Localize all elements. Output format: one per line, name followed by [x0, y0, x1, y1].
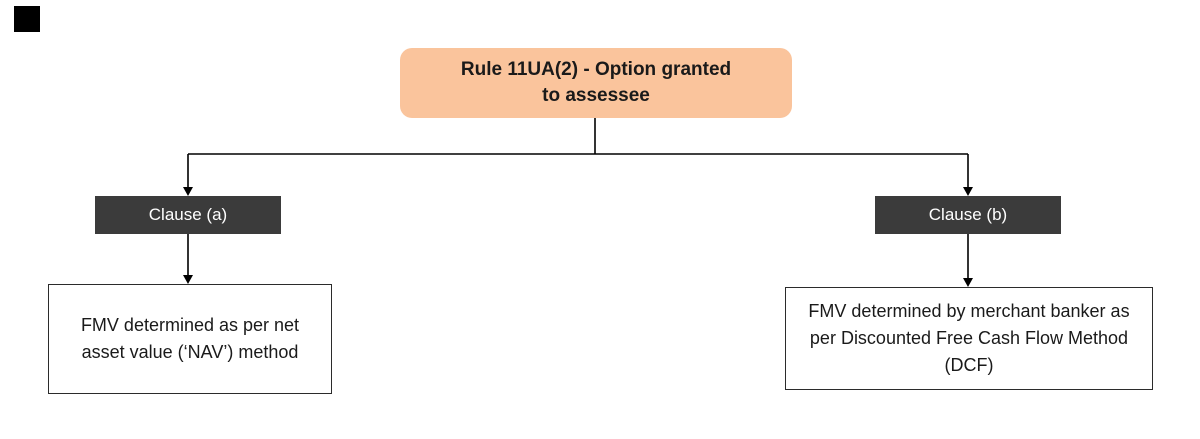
clause-b-node: Clause (b)	[875, 196, 1061, 234]
clause-b-description-text: FMV determined by merchant banker as per…	[808, 301, 1130, 375]
clause-a-node: Clause (a)	[95, 196, 281, 234]
clause-b-description-node: FMV determined by merchant banker as per…	[785, 287, 1153, 390]
root-node-label-line1: Rule 11UA(2) - Option granted	[460, 59, 732, 81]
clause-a-description-node: FMV determined as per net asset value (‘…	[48, 284, 332, 394]
root-node-label-line2: to assessee	[542, 85, 650, 106]
clause-b-label: Clause (b)	[928, 205, 1008, 224]
corner-square-mark	[14, 6, 40, 32]
clause-a-description-text: FMV determined as per net asset value (‘…	[80, 315, 300, 362]
clause-a-label: Clause (a)	[148, 205, 228, 224]
root-node-rule-11ua2: Rule 11UA(2) - Option granted to assesse…	[400, 48, 792, 118]
